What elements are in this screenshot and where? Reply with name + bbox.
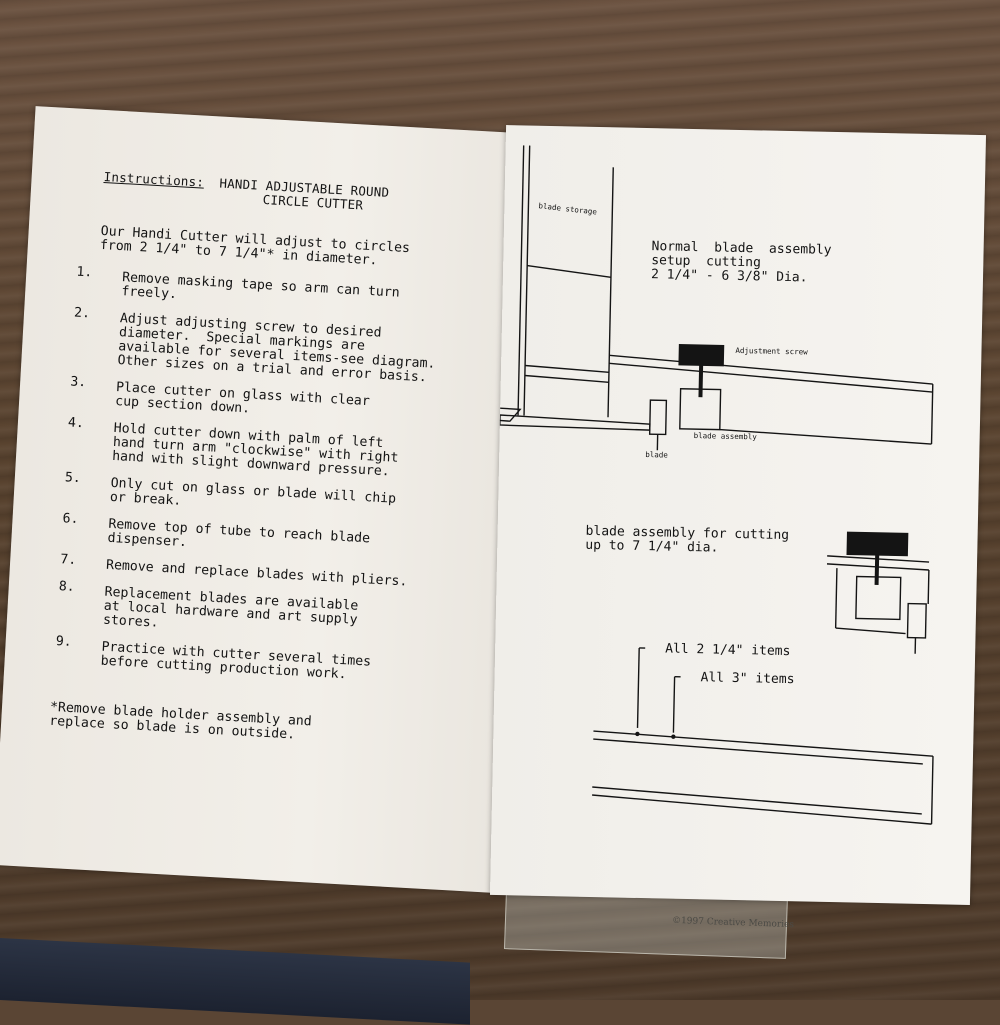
step-number: 6.: [62, 512, 79, 527]
arm-top-inner: [609, 363, 933, 392]
step-text: Practice with cutter several times befor…: [100, 641, 515, 692]
tube-wall-outer: [518, 145, 524, 415]
step-number: 9.: [55, 635, 72, 650]
tube-base-line-2: [525, 376, 609, 383]
suction-base: [500, 415, 650, 430]
label-mark-3: All 3" items: [700, 671, 794, 686]
arm-end: [932, 384, 933, 444]
arm2-bottom: [836, 628, 906, 633]
marker-line-1: [638, 648, 640, 728]
label-blade: blade: [645, 450, 668, 459]
step-text: Replacement blades are available at loca…: [103, 586, 519, 651]
step-number: 5.: [64, 471, 81, 486]
step-number: 2.: [74, 307, 91, 322]
adjustment-screw-shaft: [700, 365, 701, 397]
tube-wall-right: [608, 167, 613, 417]
list-item: 2. Adjust adjusting screw to desired diam…: [71, 310, 533, 392]
label-adjustment-screw: Adjustment screw: [735, 346, 807, 357]
mark-dot-2: [672, 735, 675, 738]
mark-bar-end: [932, 756, 933, 824]
instructions-heading: Instructions: HANDI ADJUSTABLE ROUND CIR…: [103, 170, 390, 214]
tube-base-line: [525, 366, 609, 373]
label-mark-2-1-4: All 2 1/4" items: [665, 643, 790, 659]
step-number: 1.: [76, 266, 93, 281]
label-large-setup-2: up to 7 1/4" dia.: [585, 539, 718, 555]
label-blade-assembly: blade assembly: [694, 431, 757, 441]
adjustment-screw-knob: [679, 345, 723, 366]
step-number: 4.: [68, 416, 85, 431]
step-text: Adjust adjusting screw to desired diamet…: [117, 312, 533, 391]
arm2-left: [836, 568, 837, 628]
step-text: Hold cutter down with palm of left hand …: [112, 422, 528, 487]
mark-bar-bottom-outer: [592, 795, 932, 824]
mark-dot-1: [636, 732, 639, 735]
marker-line-2: [673, 677, 674, 733]
arm-top: [609, 355, 933, 384]
blade-holder-2: [907, 604, 926, 638]
diagram-page: blade storage Normal blade assembly setu…: [490, 125, 986, 905]
label-normal-setup-3: 2 1/4" - 6 3/8" Dia.: [651, 268, 808, 284]
blade-holder: [650, 400, 667, 434]
intro-text: Our Handi Cutter will adjust to circles …: [100, 225, 411, 270]
step-number: 7.: [60, 553, 77, 568]
mark-bar-bottom: [592, 787, 922, 814]
adjustment-screw-knob-2: [847, 532, 907, 555]
step-number: 8.: [58, 580, 75, 595]
footnote: *Remove blade holder assembly and replac…: [49, 701, 312, 744]
heading-label: Instructions:: [103, 169, 204, 190]
steps-list: 1.Remove masking tape so arm can turn fr…: [54, 269, 536, 705]
instructions-page: Instructions: HANDI ADJUSTABLE ROUND CIR…: [0, 106, 555, 894]
arm2-right: [928, 570, 929, 604]
step-number: 3.: [70, 375, 87, 390]
adjustment-screw-shaft-2: [877, 555, 878, 585]
storage-cap-line: [527, 266, 611, 278]
